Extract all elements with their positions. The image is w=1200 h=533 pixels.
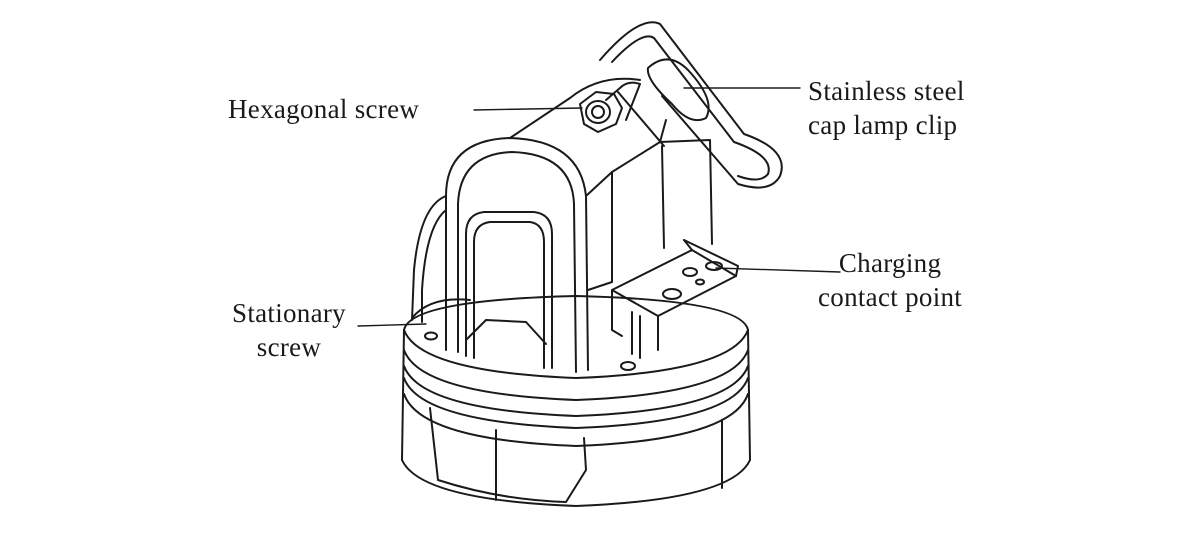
leader-line-charging-contact bbox=[715, 267, 841, 273]
hexagonal-screw-drawing bbox=[579, 81, 641, 133]
cap-lamp-clip-drawing bbox=[599, 21, 783, 189]
label-cap-lamp-clip-line-2: cap lamp clip bbox=[808, 110, 958, 140]
charging-contact-drawing bbox=[611, 239, 739, 359]
label-charging-contact: Charging contact point bbox=[818, 246, 962, 314]
label-charging-contact-line-2: contact point bbox=[818, 282, 963, 312]
lamp-top-deck bbox=[411, 298, 636, 371]
label-cap-lamp-clip: Stainless steel cap lamp clip bbox=[808, 74, 965, 142]
leader-line-stationary-screw bbox=[357, 323, 427, 327]
label-hexagonal-screw: Hexagonal screw bbox=[228, 92, 419, 126]
lamp-upper-body bbox=[509, 77, 713, 291]
label-stationary-screw-line-1: Stationary bbox=[232, 298, 346, 328]
leader-line-hexagonal-screw bbox=[473, 107, 583, 111]
label-hexagonal-screw-text: Hexagonal screw bbox=[228, 94, 420, 124]
label-charging-contact-line-1: Charging bbox=[838, 248, 942, 278]
label-stationary-screw: Stationary screw bbox=[222, 296, 356, 364]
label-stationary-screw-line-2: screw bbox=[256, 332, 322, 362]
lamp-base bbox=[401, 295, 751, 507]
label-cap-lamp-clip-line-1: Stainless steel bbox=[808, 76, 965, 106]
leader-lines bbox=[357, 87, 841, 327]
lamp-head-housing bbox=[411, 137, 589, 373]
